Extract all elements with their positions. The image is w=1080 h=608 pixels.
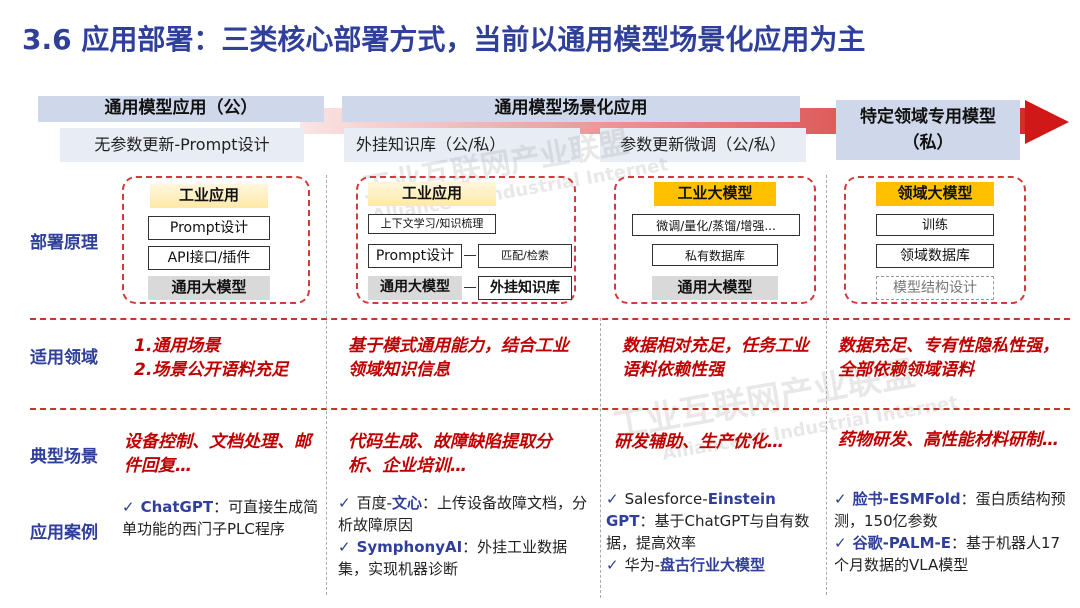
diagram4-training: 训练 (876, 214, 994, 236)
arrow-kb-to-model-icon (464, 287, 476, 288)
scenario-finetune: 研发辅助、生产优化… (614, 432, 784, 452)
diagram-prompt: 工业应用 Prompt设计 API接口/插件 通用大模型 (122, 176, 310, 304)
check-icon: ✓ (338, 538, 351, 556)
case-desc: ：蛋白质结构预测，150亿参数 (834, 490, 1066, 530)
subheader-external-kb: 外挂知识库（公/私） (344, 128, 580, 162)
case-prefix: Salesforce- (624, 490, 708, 508)
diagram1-api-plugin: API接口/插件 (148, 246, 270, 270)
case-name: SymphonyAI (356, 538, 463, 556)
diagram1-prompt-design: Prompt设计 (148, 216, 270, 240)
list-item: ✓ Salesforce-Einstein GPT：基于ChatGPT与自有数据，… (606, 488, 824, 554)
diagram-finetune: 工业大模型 微调/量化/蒸馏/增强... 私有数据库 通用大模型 (614, 176, 816, 304)
check-icon: ✓ (834, 490, 847, 508)
diagram4-domain-model: 领域大模型 (876, 182, 994, 206)
diagram1-industry-app: 工业应用 (150, 184, 268, 208)
column-header-general: 通用模型应用（公） (38, 96, 324, 122)
case-prefix: 脸书- (852, 490, 889, 508)
diagram1-general-model: 通用大模型 (148, 276, 270, 300)
row-label-case: 应用案例 (30, 523, 98, 543)
list-item: ✓ 谷歌-PALM-E：基于机器人17个月数据的VLA模型 (834, 532, 1072, 576)
column-separator-1 (326, 175, 327, 595)
case-name: PALM-E (888, 534, 951, 552)
diagram4-domain-db: 领域数据库 (876, 244, 994, 268)
list-item: ✓ SymphonyAI：外挂工业数据集，实现机器诊断 (338, 536, 588, 580)
case-list-specific: ✓ 脸书-ESMFold：蛋白质结构预测，150亿参数 ✓ 谷歌-PALM-E：基于… (834, 488, 1072, 576)
list-item: ✓ 华为-盘古行业大模型 (606, 554, 824, 576)
case-prefix: 百度- (356, 494, 392, 512)
diagram3-private-db: 私有数据库 (652, 244, 778, 266)
row-label-principle: 部署原理 (30, 233, 98, 253)
check-icon: ✓ (606, 556, 619, 574)
row-label-scenario: 典型场景 (30, 447, 98, 467)
diagram2-external-kb: 外挂知识库 (478, 276, 572, 300)
column-separator-3 (826, 175, 827, 595)
diagram-external-kb: 工业应用 上下文学习/知识梳理 Prompt设计 匹配/检索 通用大模型 外挂知… (356, 176, 576, 304)
diagram2-context-learning: 上下文学习/知识梳理 (368, 214, 496, 234)
case-prefix: 华为- (624, 556, 660, 574)
list-item: ✓ 百度-文心：上传设备故障文档，分析故障原因 (338, 492, 588, 536)
case-name: ChatGPT (140, 498, 214, 516)
column-header-scenario: 通用模型场景化应用 (342, 96, 800, 122)
domain-general-2: 2.场景公开语料充足 (134, 360, 289, 380)
row-label-domain: 适用领域 (30, 348, 98, 368)
diagram2-prompt-design: Prompt设计 (368, 244, 462, 268)
list-item: ✓ 脸书-ESMFold：蛋白质结构预测，150亿参数 (834, 488, 1072, 532)
page-title: 3.6 应用部署：三类核心部署方式，当前以通用模型场景化应用为主 (22, 23, 866, 56)
row-separator-1 (30, 318, 1070, 320)
case-name: ESMFold (888, 490, 961, 508)
domain-finetune: 数据相对充足，任务工业语料依赖性强 (622, 336, 809, 380)
case-prefix: 谷歌- (852, 534, 889, 552)
diagram2-match-retrieve: 匹配/检索 (478, 244, 572, 268)
case-name: Einstein GPT (606, 490, 776, 530)
case-desc: ：基于ChatGPT与自有数据，提高效率 (606, 512, 810, 552)
case-desc: ：外挂工业数据集，实现机器诊断 (338, 538, 568, 578)
case-desc: ：上传设备故障文档，分析故障原因 (338, 494, 588, 534)
domain-external-kb: 基于模式通用能力，结合工业领域知识信息 (348, 336, 569, 380)
column-separator-2 (600, 318, 601, 598)
check-icon: ✓ (122, 498, 135, 516)
subheader-prompt: 无参数更新-Prompt设计 (60, 128, 304, 162)
case-desc: ：可直接生成简单功能的西门子PLC程序 (122, 498, 319, 538)
case-list-external-kb: ✓ 百度-文心：上传设备故障文档，分析故障原因 ✓ SymphonyAI：外挂工业数… (338, 492, 588, 580)
check-icon: ✓ (606, 490, 619, 508)
case-desc: ：基于机器人17个月数据的VLA模型 (834, 534, 1061, 574)
case-name: 盘古行业大模型 (660, 556, 766, 574)
case-name: 文心 (392, 494, 423, 512)
domain-specific: 数据充足、专有性隐私性强，全部依赖领域语料 (838, 336, 1059, 380)
diagram3-industry-model: 工业大模型 (654, 182, 776, 206)
diagram3-general-model: 通用大模型 (652, 276, 778, 300)
diagram2-general-model: 通用大模型 (368, 276, 462, 300)
domain-general-1: 1.通用场景 (134, 336, 221, 356)
check-icon: ✓ (834, 534, 847, 552)
list-item: ✓ ChatGPT：可直接生成简单功能的西门子PLC程序 (122, 496, 322, 540)
diagram4-architecture: 模型结构设计 (876, 276, 994, 300)
diagram3-finetune-methods: 微调/量化/蒸馏/增强... (632, 214, 800, 236)
scenario-specific: 药物研发、高性能材料研制… (838, 430, 1059, 450)
diagram-domain-model: 领域大模型 训练 领域数据库 模型结构设计 (844, 176, 1026, 304)
case-list-general: ✓ ChatGPT：可直接生成简单功能的西门子PLC程序 (122, 496, 322, 540)
progress-arrow-head (1025, 100, 1069, 144)
check-icon: ✓ (338, 494, 351, 512)
case-list-finetune: ✓ Salesforce-Einstein GPT：基于ChatGPT与自有数据，… (606, 488, 824, 576)
row-separator-2 (30, 408, 1070, 410)
scenario-external-kb: 代码生成、故障缺陷提取分析、企业培训… (348, 432, 552, 476)
diagram2-industry-app: 工业应用 (368, 182, 496, 206)
arrow-match-to-prompt-icon (464, 255, 476, 256)
subheader-finetune: 参数更新微调（公/私） (600, 128, 806, 162)
column-header-specific: 特定领域专用模型 （私） (836, 100, 1020, 160)
scenario-general: 设备控制、文档处理、邮件回复… (124, 432, 311, 476)
